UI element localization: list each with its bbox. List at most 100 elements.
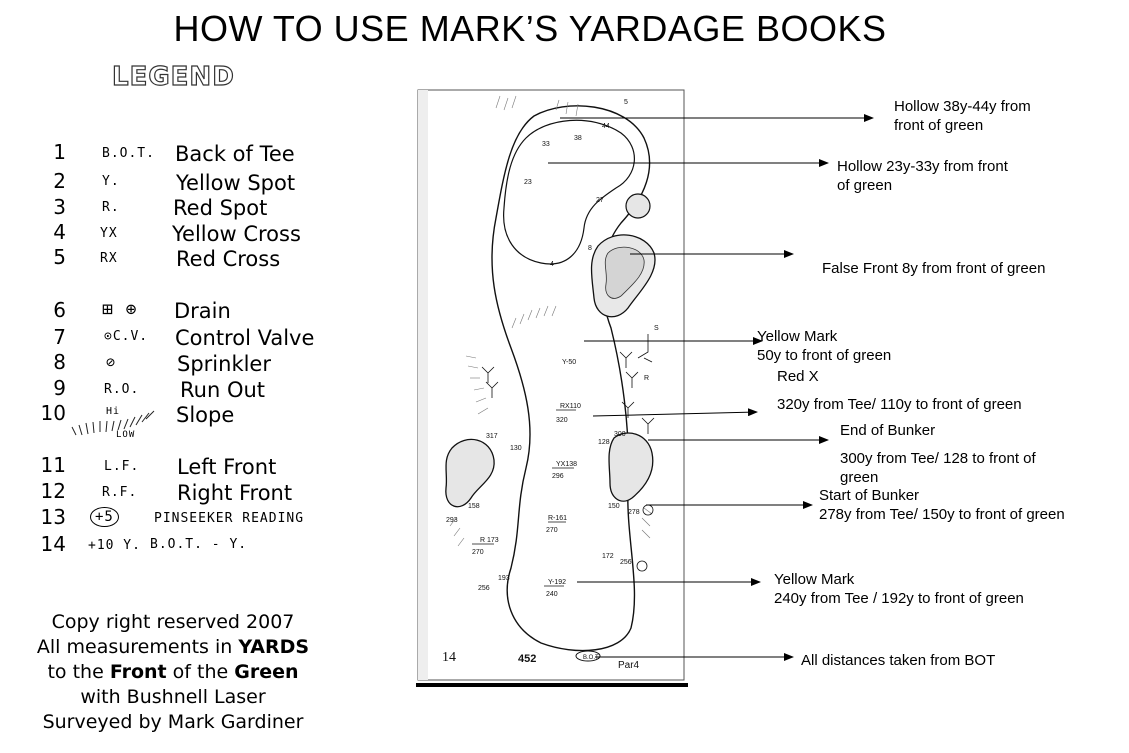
- callout-hollow-44: Hollow 38y-44y from front of green: [894, 97, 1031, 135]
- map-label: 172: [602, 553, 614, 560]
- map-label: 4: [550, 261, 554, 268]
- legend-symbol: R.O.: [104, 382, 140, 397]
- callout-end-of-bunker: End of Bunker: [840, 421, 935, 440]
- map-label: 293: [446, 517, 458, 524]
- callout-text: of green: [837, 177, 893, 194]
- callout-text: Yellow Mark: [774, 571, 855, 588]
- legend-symbol: RX: [100, 251, 118, 266]
- legend-name: Yellow Spot: [176, 171, 296, 195]
- map-label: 256: [620, 559, 632, 566]
- callout-text: 240y from Tee / 192y to front of green: [774, 590, 1024, 607]
- legend-number: 1: [53, 140, 66, 164]
- front-green-line: to the Front of the Green: [28, 660, 318, 685]
- map-label: 240: [546, 591, 558, 598]
- measurement-line: All measurements in YARDS: [28, 635, 318, 660]
- map-label: 33: [542, 141, 550, 148]
- legend-symbol: YX: [100, 226, 118, 241]
- callout-text: 320y from Tee/ 110y to front of green: [777, 396, 1022, 413]
- slope-low-label: LOW: [116, 430, 136, 440]
- legend-number: 7: [53, 325, 66, 349]
- legend-number: 4: [53, 220, 66, 244]
- page-title: HOW TO USE MARK’S YARDAGE BOOKS: [173, 8, 887, 49]
- callout-text: 300y from Tee/ 128 to front of: [840, 450, 1036, 467]
- arrow: [592, 408, 758, 417]
- map-label: 278: [628, 509, 640, 516]
- legend-number: 3: [53, 195, 66, 219]
- callout-hollow-33: Hollow 23y-33y from front of green: [837, 157, 1008, 195]
- slope-hi-label: Hi: [106, 406, 121, 417]
- legend-name: Red Spot: [173, 196, 268, 220]
- legend-symbol: B.O.T.: [102, 146, 155, 161]
- callout-text: 50y to front of green: [757, 347, 892, 364]
- text-front: Front: [109, 661, 167, 683]
- legend-name: Yellow Cross: [172, 222, 301, 246]
- legend-symbol: R.: [102, 200, 120, 215]
- map-label: 256: [478, 585, 490, 592]
- tee-label: B.O.T.: [583, 655, 600, 661]
- callout-text: green: [840, 469, 879, 486]
- map-label: 296: [552, 473, 564, 480]
- callout-text: End of Bunker: [840, 422, 936, 439]
- map-label: 130: [510, 445, 522, 452]
- legend-number: 6: [53, 298, 66, 322]
- legend-symbol: +10 Y.: [88, 538, 141, 553]
- legend-number: 5: [53, 245, 66, 269]
- map-label: 44: [602, 123, 610, 130]
- map-label: 23: [524, 179, 532, 186]
- legend-number: 14: [40, 532, 66, 556]
- legend-name: Left Front: [177, 455, 277, 479]
- legend-name: Back of Tee: [175, 142, 295, 166]
- map-label: 128: [598, 439, 610, 446]
- legend-symbol: R.F.: [102, 485, 138, 500]
- map-label: R-161: [548, 515, 567, 522]
- legend-number: 11: [40, 453, 66, 477]
- map-label: 5: [624, 99, 628, 106]
- map-label: S: [654, 325, 659, 332]
- map-label: 8: [588, 245, 592, 252]
- map-label: 38: [574, 135, 582, 142]
- map-label: Y-192: [548, 579, 566, 586]
- legend-name: Right Front: [177, 481, 293, 505]
- map-label: 27: [596, 197, 604, 204]
- copyright-line: Copy right reserved 2007: [51, 611, 295, 633]
- callout-text: front of green: [894, 117, 984, 134]
- pinseeker-icon: +5: [90, 507, 119, 527]
- map-label: R 173: [480, 537, 499, 544]
- callout-text: Start of Bunker: [819, 487, 920, 504]
- callout-text: All distances taken from BOT: [801, 652, 996, 669]
- legend-symbol: L.F.: [104, 459, 140, 474]
- callout-end-bunker-distance: 300y from Tee/ 128 to front of green: [840, 449, 1036, 487]
- map-label: 317: [486, 433, 498, 440]
- map-label: 300: [614, 431, 626, 438]
- map-label: 158: [468, 503, 480, 510]
- legend-number: 12: [40, 479, 66, 503]
- callout-text: Hollow 23y-33y from front: [837, 158, 1008, 175]
- callout-text: Yellow Mark: [757, 328, 838, 345]
- hole-par: Par4: [618, 660, 640, 671]
- map-label: 270: [546, 527, 558, 534]
- legend-name: Red Cross: [176, 247, 281, 271]
- map-label: 320: [556, 417, 568, 424]
- callout-red-x: Red X: [777, 367, 819, 386]
- map-label: 193: [498, 575, 510, 582]
- legend-name: B.O.T. - Y.: [150, 537, 248, 552]
- callout-yellow-mark-192: Yellow Mark 240y from Tee / 192y to fron…: [774, 570, 1024, 608]
- callout-text: 278y from Tee/ 150y to front of green: [819, 506, 1065, 523]
- callout-text: False Front 8y from front of green: [822, 260, 1046, 277]
- callout-yellow-mark-50: Yellow Mark 50y to front of green: [757, 327, 891, 365]
- legend-number: 2: [53, 169, 66, 193]
- text-green: Green: [234, 661, 299, 683]
- legend-symbol: Y.: [102, 174, 120, 189]
- legend-number: 8: [53, 350, 66, 374]
- legend-number: 13: [40, 505, 66, 529]
- map-label: 150: [608, 503, 620, 510]
- measurement-unit: YARDS: [238, 636, 310, 658]
- map-label: YX138: [556, 461, 577, 468]
- legend-name: PINSEEKER READING: [154, 511, 305, 526]
- legend-name: Drain: [174, 299, 231, 323]
- legend-name: Sprinkler: [177, 352, 271, 376]
- map-label: Y-50: [562, 359, 576, 366]
- drain-icon: ⊞ ⊕: [102, 299, 138, 320]
